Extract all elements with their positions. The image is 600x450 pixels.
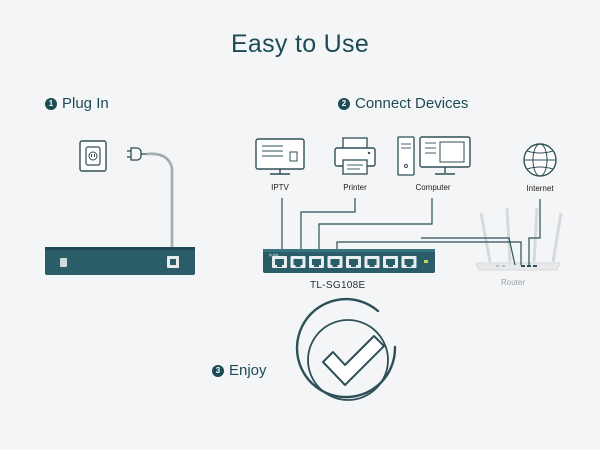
switch-port-socket [349, 259, 358, 267]
switch-ports [272, 256, 417, 268]
device-label-iptv: IPTV [271, 183, 289, 192]
printer-icon [334, 137, 376, 175]
page-title: Easy to Use [230, 30, 370, 58]
step-label: Connect Devices [355, 95, 469, 112]
globe-icon [523, 143, 557, 177]
step-number: 2 [338, 97, 350, 110]
switch-port-socket [312, 259, 321, 267]
device-label-internet: Internet [526, 184, 554, 193]
device-label-computer: Computer [415, 183, 451, 192]
desktop-computer-icon [397, 136, 471, 176]
step-plug-in: 1 Plug In [45, 95, 109, 112]
power-plug-icon [127, 147, 147, 161]
device-label-router: Router [501, 278, 526, 287]
tv-icon [255, 138, 305, 175]
step-number: 1 [45, 97, 57, 110]
switch-model-label: TL-SG108E [310, 280, 366, 291]
switch-brand-text: tp-link [269, 253, 279, 257]
step-enjoy: 3 Enjoy [212, 362, 267, 379]
router-icon [475, 207, 563, 271]
step-label: Plug In [62, 95, 109, 112]
switch-port-socket [330, 259, 340, 267]
power-cable [146, 152, 174, 248]
switch-port-socket [275, 259, 284, 267]
switch-port-socket [293, 259, 303, 267]
step-connect-devices: 2 Connect Devices [338, 95, 468, 112]
device-label-printer: Printer [343, 183, 367, 192]
wall-outlet-icon [79, 140, 107, 172]
step-number: 3 [212, 364, 224, 377]
switch-led [424, 260, 428, 263]
checkmark-circle-icon [295, 297, 397, 401]
switch-port-socket [367, 259, 377, 267]
step-label: Enjoy [229, 362, 267, 379]
switch-rear-panel [45, 247, 195, 275]
switch-port-socket [404, 259, 414, 267]
switch-port-socket [386, 259, 395, 267]
